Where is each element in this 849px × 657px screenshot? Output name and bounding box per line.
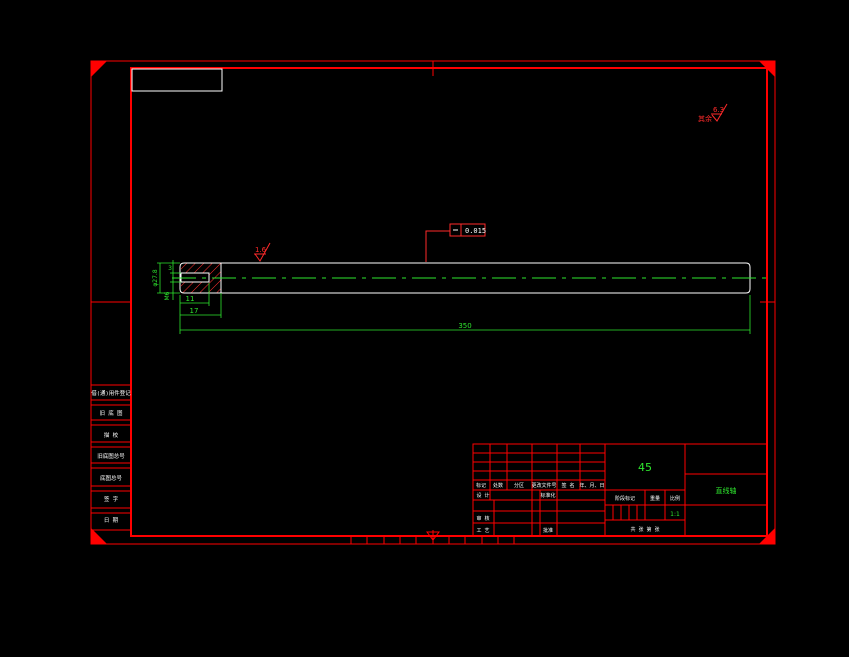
- title-block: 标记 处数 分区 更改文件号 签 名 年、月、日 设 计 标准化 审 核 工 艺…: [472, 443, 768, 537]
- standardization-label: 标准化: [540, 492, 555, 499]
- dim-11: 11: [186, 295, 195, 303]
- scale-value: 1:1: [670, 511, 680, 518]
- dim-17: 17: [190, 307, 199, 315]
- side-row-2: 描 校: [104, 431, 119, 439]
- approver-label: 批准: [543, 527, 553, 534]
- roughness-general: 6.3 其余: [698, 103, 728, 123]
- head-col-4: 签 名: [561, 482, 574, 489]
- sheets-label: 共 张 第 张: [630, 526, 659, 533]
- stage-mark-label: 阶段标记: [615, 495, 635, 502]
- roughness-top-value: 6.3: [713, 106, 724, 114]
- side-row-6: 日 期: [104, 517, 119, 524]
- centering-marks: [91, 61, 775, 544]
- part-name: 直线轴: [716, 486, 737, 495]
- roughness-top-note: 其余: [698, 114, 712, 123]
- side-table: 借(通)用件登记 旧 底 图 描 校 旧底图总号 底图总号 签 字 日 期: [90, 384, 132, 531]
- drawing-number-box: [131, 68, 223, 92]
- head-col-0: 标记: [476, 482, 486, 489]
- roughness-part-value: 1.6: [255, 246, 267, 254]
- dimension-texts: 350 11 17 φ27.8 M6 3: [152, 265, 472, 330]
- dim-3: 3: [168, 265, 172, 272]
- shaft-outline: [179, 262, 751, 294]
- head-col-5: 年、月、日: [579, 482, 604, 489]
- scale-label: 比例: [670, 495, 680, 502]
- shaft-part: [172, 262, 766, 294]
- dim-overall-length: 350: [458, 322, 471, 330]
- head-col-1: 处数: [493, 482, 503, 489]
- inner-frame: [130, 67, 768, 537]
- dimensions: [157, 260, 751, 334]
- side-row-4: 底图总号: [100, 474, 123, 482]
- tolerance-frame: 0.015: [425, 223, 486, 262]
- weight-label: 重量: [650, 495, 660, 502]
- zone-ticks: [350, 536, 515, 544]
- checker-label: 审 核: [476, 515, 489, 522]
- tolerance-value: 0.015: [465, 227, 486, 235]
- roughness-part: 1.6: [254, 242, 271, 262]
- side-row-5: 签 字: [104, 495, 119, 503]
- side-row-1: 旧 底 图: [99, 409, 123, 417]
- side-row-3: 旧底图总号: [97, 452, 125, 460]
- material-value: 45: [638, 461, 652, 474]
- side-row-0: 借(通)用件登记: [91, 389, 131, 397]
- head-col-2: 分区: [514, 482, 524, 489]
- head-col-3: 更改文件号: [531, 482, 556, 489]
- process-label: 工 艺: [476, 528, 489, 534]
- dim-m: M6: [164, 291, 171, 300]
- designer-label: 设 计: [476, 492, 489, 499]
- dim-diameter: φ27.8: [152, 269, 159, 287]
